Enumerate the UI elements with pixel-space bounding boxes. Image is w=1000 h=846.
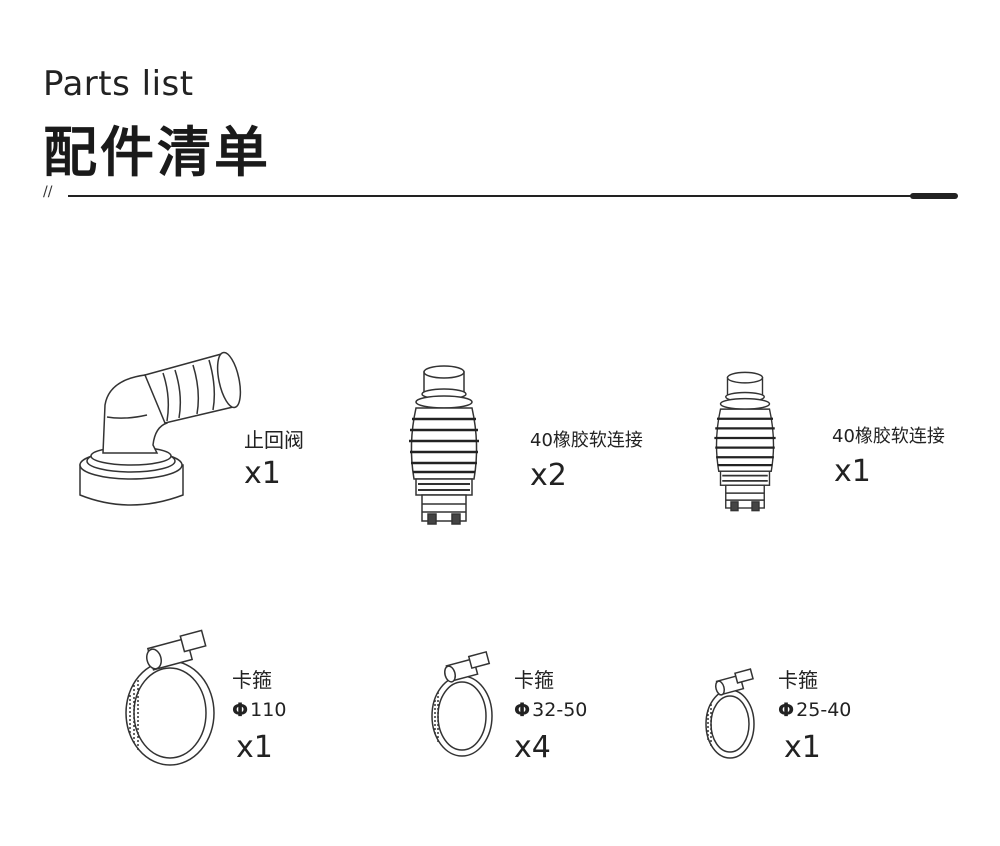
part-quantity: x4 — [514, 730, 551, 765]
header-divider-accent — [910, 193, 958, 199]
diameter-symbol: Φ — [778, 699, 795, 721]
part-spec-value: 25-40 — [796, 699, 852, 721]
hose-clamp-icon — [120, 625, 220, 774]
rubber-connector-icon — [710, 370, 780, 524]
rubber-connector-icon — [404, 364, 484, 538]
part-name: 卡箍 — [514, 668, 554, 692]
part-name: 40橡胶软连接 — [832, 426, 945, 447]
part-quantity: x1 — [784, 730, 821, 765]
page-title-chinese: 配件清单 — [43, 121, 271, 184]
part-spec-value: 110 — [250, 699, 287, 721]
part-name: 止回阀 — [244, 428, 304, 452]
check-valve-icon — [75, 345, 245, 519]
part-spec-value: 32-50 — [532, 699, 588, 721]
divider-mark: // — [43, 184, 53, 200]
part-name: 卡箍 — [778, 668, 818, 692]
part-quantity: x1 — [236, 730, 273, 765]
part-name: 卡箍 — [232, 668, 272, 692]
page-title-english: Parts list — [43, 64, 194, 104]
diameter-symbol: Φ — [514, 699, 531, 721]
header-divider — [68, 195, 916, 197]
part-name: 40橡胶软连接 — [530, 430, 643, 451]
hose-clamp-icon — [428, 650, 498, 764]
diameter-symbol: Φ — [232, 699, 249, 721]
part-quantity: x2 — [530, 458, 567, 493]
hose-clamp-icon — [702, 668, 762, 767]
part-quantity: x1 — [834, 454, 871, 489]
part-quantity: x1 — [244, 456, 281, 491]
